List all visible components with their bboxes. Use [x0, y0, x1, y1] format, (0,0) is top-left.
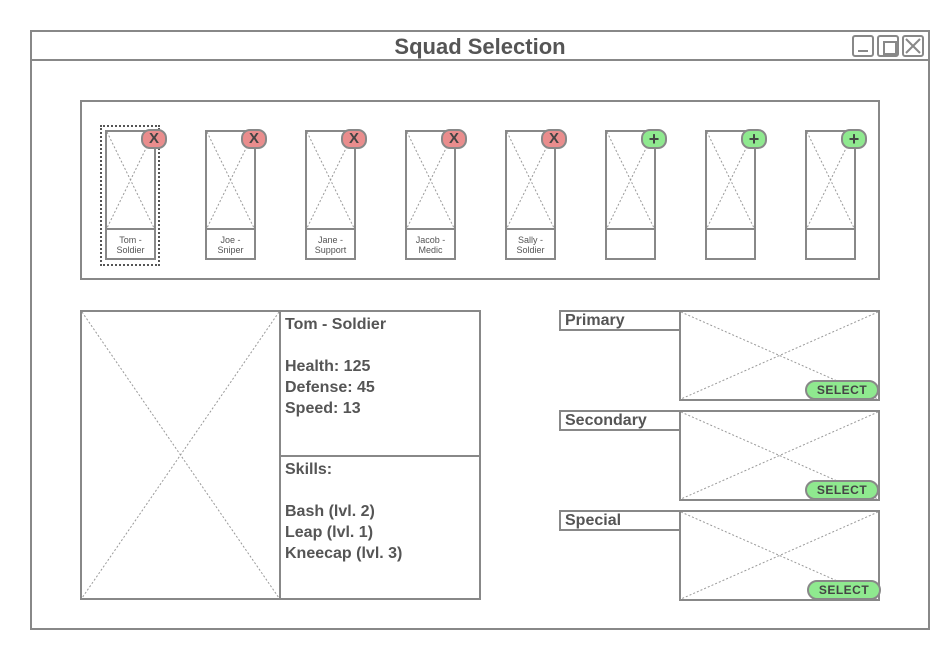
- minimize-icon[interactable]: [852, 35, 874, 57]
- maximize-icon[interactable]: [877, 35, 899, 57]
- soldier-stats-panel: Tom - Soldier Health: 125 Defense: 45 Sp…: [279, 310, 481, 457]
- empty-squad-slot[interactable]: [605, 130, 656, 260]
- empty-squad-slot[interactable]: [705, 130, 756, 260]
- empty-squad-slot[interactable]: [805, 130, 856, 260]
- select-weapon-button[interactable]: SELECT: [805, 480, 879, 500]
- squad-slot[interactable]: Joe -Sniper: [205, 130, 256, 260]
- soldier-portrait-placeholder: [80, 310, 281, 600]
- weapon-slot-label: Secondary: [559, 410, 681, 431]
- slot-label: Jacob -Medic: [415, 235, 446, 255]
- weapon-image-placeholder: [679, 310, 880, 401]
- remove-member-button[interactable]: X: [141, 129, 167, 149]
- skill-item: Kneecap (lvl. 3): [285, 545, 403, 562]
- select-weapon-button[interactable]: SELECT: [807, 580, 881, 600]
- squad-slot[interactable]: Jane -Support: [305, 130, 356, 260]
- stat-defense: Defense: 45: [285, 379, 375, 396]
- slot-label: [607, 232, 654, 258]
- remove-member-button[interactable]: X: [441, 129, 467, 149]
- skill-item: Leap (lvl. 1): [285, 524, 374, 541]
- add-member-button[interactable]: +: [641, 129, 667, 149]
- squad-slot[interactable]: Tom -Soldier: [105, 130, 156, 260]
- title-bar: Squad Selection: [32, 32, 928, 61]
- weapon-image-placeholder: [679, 510, 880, 601]
- squad-roster-panel: [80, 100, 880, 280]
- squad-slot[interactable]: Sally -Soldier: [505, 130, 556, 260]
- remove-member-button[interactable]: X: [541, 129, 567, 149]
- skill-item: Bash (lvl. 2): [285, 503, 375, 520]
- slot-label: [807, 232, 854, 258]
- slot-label: Sally -Soldier: [516, 235, 545, 255]
- soldier-skills-panel: Skills: Bash (lvl. 2) Leap (lvl. 1) Knee…: [279, 455, 481, 600]
- remove-member-button[interactable]: X: [341, 129, 367, 149]
- add-member-button[interactable]: +: [741, 129, 767, 149]
- add-member-button[interactable]: +: [841, 129, 867, 149]
- weapon-slot-label: Special: [559, 510, 681, 531]
- soldier-name: Tom - Soldier: [285, 316, 387, 333]
- slot-label: [707, 232, 754, 258]
- stat-health: Health: 125: [285, 358, 371, 375]
- stat-speed: Speed: 13: [285, 400, 361, 417]
- weapon-image-placeholder: [679, 410, 880, 501]
- weapon-slot-label: Primary: [559, 310, 681, 331]
- close-icon[interactable]: [902, 35, 924, 57]
- selected-slot-outline: [100, 125, 160, 266]
- squad-slot[interactable]: Jacob -Medic: [405, 130, 456, 260]
- window-title: Squad Selection: [394, 34, 566, 59]
- slot-label: Tom -Soldier: [116, 235, 145, 255]
- slot-label: Jane -Support: [314, 235, 347, 255]
- slot-label: Joe -Sniper: [217, 235, 244, 255]
- skills-title: Skills:: [285, 461, 333, 478]
- select-weapon-button[interactable]: SELECT: [805, 380, 879, 400]
- remove-member-button[interactable]: X: [241, 129, 267, 149]
